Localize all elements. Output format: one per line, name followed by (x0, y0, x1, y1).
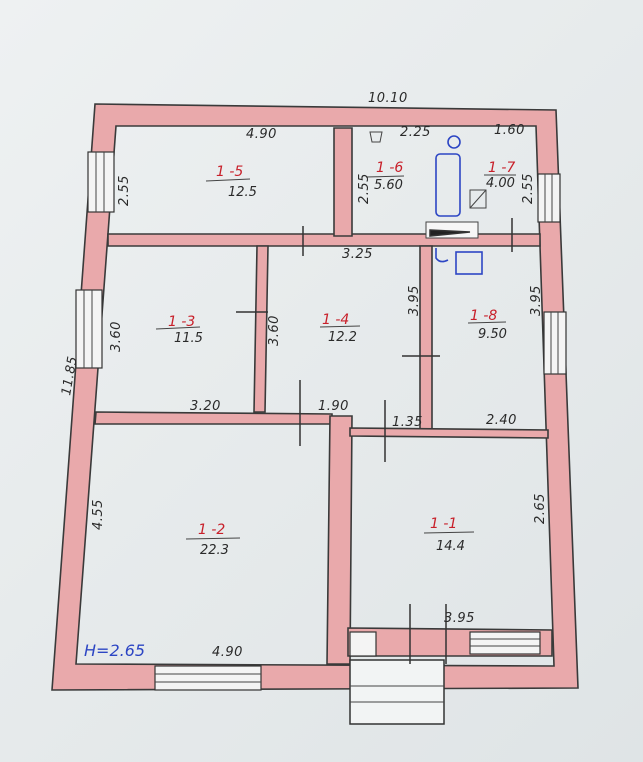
dim-1-5-height: 2.55 (117, 175, 132, 206)
dim-1-2-height: 4.55 (91, 499, 106, 530)
dim-1-8-width: 2.40 (486, 413, 517, 428)
room-area-1-3: 11.5 (174, 331, 203, 346)
room-area-1-5: 12.5 (228, 185, 257, 200)
porch-steps (349, 631, 445, 725)
dim-1-6-height: 2.55 (357, 173, 372, 204)
toilet-icon (369, 131, 383, 143)
dim-hall-upper: 3.25 (342, 247, 373, 262)
room-area-1-1: 14.4 (436, 539, 465, 554)
dim-1-2-width: 4.90 (212, 645, 243, 660)
shower-icon (447, 135, 461, 149)
dim-1-1-height: 2.65 (533, 493, 548, 524)
room-id-1-8: 1 -8 (470, 308, 497, 324)
dim-1-3-height: 3.60 (109, 321, 124, 352)
window-bottom-left (154, 665, 262, 691)
dim-1-5-width: 4.90 (246, 127, 277, 142)
dim-1-7-width: 1.60 (494, 123, 525, 138)
room-id-1-3: 1 -3 (168, 314, 195, 330)
dim-overall-width: 10.10 (368, 91, 408, 106)
window-left-middle (75, 289, 103, 369)
windows (75, 151, 567, 691)
dim-hall-lower: 1.35 (392, 415, 423, 430)
dim-1-3-width: 3.20 (190, 399, 221, 414)
room-id-1-1: 1 -1 (430, 516, 457, 532)
dim-1-4-height-left: 3.60 (267, 315, 282, 346)
room-id-1-5: 1 -5 (216, 164, 243, 180)
dim-1-6-width: 2.25 (400, 125, 431, 140)
bathroom-fixtures (369, 131, 487, 275)
dim-1-4-width: 1.90 (318, 399, 349, 414)
window-left-upper (87, 151, 115, 213)
dim-1-8-height: 3.95 (529, 285, 544, 316)
sink-icon (455, 251, 483, 275)
room-labels: 1 -5 12.5 1 -6 5.60 1 -7 4.00 1 -3 11.5 … (155, 160, 516, 558)
ceiling-height-note: H=2.65 (84, 641, 145, 660)
room-id-1-6: 1 -6 (376, 160, 403, 176)
sink-curve-icon (435, 248, 449, 263)
dim-overall-height: 11.85 (59, 355, 81, 397)
dim-1-1-width: 3.95 (444, 611, 475, 626)
window-bottom-right (469, 631, 541, 655)
room-area-1-8: 9.50 (478, 327, 507, 342)
door-marks (236, 218, 513, 664)
room-area-1-6: 5.60 (374, 178, 403, 193)
dim-1-4-height-right: 3.95 (407, 285, 422, 316)
window-right-middle (543, 311, 567, 375)
room-area-1-7: 4.00 (486, 176, 515, 191)
window-right-upper (537, 173, 561, 223)
room-id-1-7: 1 -7 (488, 160, 515, 176)
room-area-1-4: 12.2 (328, 330, 357, 345)
room-area-1-2: 22.3 (200, 543, 229, 558)
bathtub-icon (435, 153, 461, 217)
room-id-1-4: 1 -4 (322, 312, 349, 328)
dimension-labels: 10.10 11.85 4.90 2.55 2.25 2.55 1.60 2.5… (59, 91, 548, 660)
room-id-1-2: 1 -2 (198, 522, 225, 538)
dim-1-7-height: 2.55 (521, 173, 536, 204)
boiler-icon (469, 189, 487, 209)
